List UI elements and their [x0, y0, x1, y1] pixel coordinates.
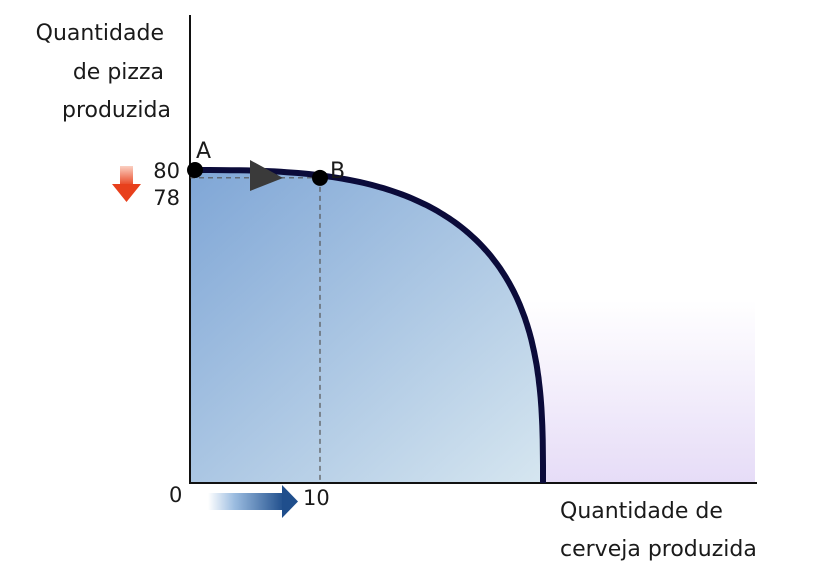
y-axis-label: Quantidade de pizza produzida: [36, 21, 171, 123]
y-axis-label-line-2: de pizza: [73, 60, 164, 85]
point-a-label: A: [196, 139, 211, 164]
y-tick-80: 80: [153, 159, 180, 183]
ppf-curve: [190, 167, 546, 483]
y-axis-label-line-1: Quantidade: [36, 21, 164, 46]
x-tick-0: 0: [169, 483, 182, 507]
ppf-area: [190, 170, 543, 483]
y-tick-78: 78: [153, 186, 180, 210]
x-axis-label-line-1: Quantidade de: [560, 499, 723, 524]
y-axis-label-line-3: produzida: [62, 98, 171, 123]
point-b-label: B: [330, 159, 345, 184]
x-tick-10: 10: [303, 486, 330, 510]
point-a: [187, 162, 203, 178]
down-arrow-icon: [112, 166, 141, 202]
x-axis-label-line-2: cerveja produzida: [560, 537, 757, 561]
point-b: [312, 169, 328, 186]
direction-triangle-icon: [250, 160, 283, 191]
x-axis-label: Quantidade de cerveja produzida: [560, 499, 757, 561]
right-arrow-icon: [208, 485, 298, 518]
